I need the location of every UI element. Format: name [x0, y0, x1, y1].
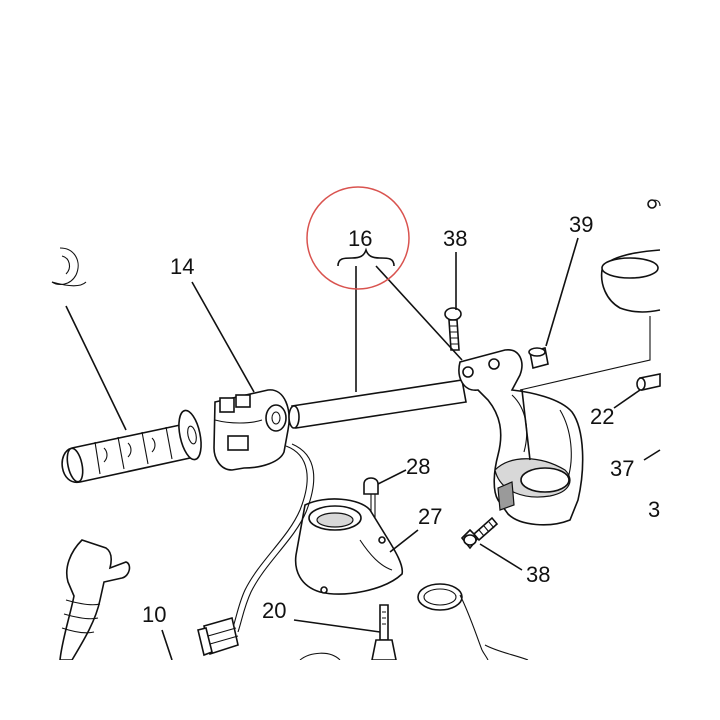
label-37: 37 [610, 456, 634, 481]
label-28: 28 [406, 454, 430, 479]
right-crop-band [662, 0, 720, 720]
partial-part-right-upper [600, 199, 661, 313]
label-38-bottom: 38 [526, 562, 550, 587]
handlebar-grip [61, 423, 199, 483]
cable-fitting-20 [371, 604, 397, 661]
leader-lines [65, 237, 661, 661]
label-20: 20 [262, 598, 286, 623]
handlebar-tube [288, 379, 467, 429]
label-39: 39 [569, 212, 593, 237]
sensor-ring [417, 583, 529, 661]
assembly-line-right [519, 316, 651, 391]
partial-part-bottom-center [299, 652, 341, 661]
bolt-38-bottom [460, 516, 499, 550]
label-27: 27 [418, 504, 442, 529]
switch-housing [213, 389, 290, 471]
label-10: 10 [142, 602, 166, 627]
housing-27 [294, 498, 404, 595]
label-3-partial: 3 [648, 497, 660, 522]
label-14: 14 [170, 254, 194, 279]
grip-washer [178, 409, 202, 461]
label-22: 22 [590, 404, 614, 429]
bottom-crop-band [0, 660, 720, 720]
partial-part-top-left [51, 247, 87, 287]
bolt-38-top [444, 307, 462, 351]
label-16: 16 [348, 226, 372, 251]
label-38-top: 38 [443, 226, 467, 251]
handlebar-clamp-bracket [458, 349, 584, 526]
brace-16 [337, 247, 395, 267]
highlight-circle-16 [306, 186, 410, 290]
bracket-10 [59, 539, 131, 661]
cap-39 [528, 347, 549, 369]
fitting-22 [636, 373, 661, 391]
switch-wiring-harness [197, 443, 315, 657]
